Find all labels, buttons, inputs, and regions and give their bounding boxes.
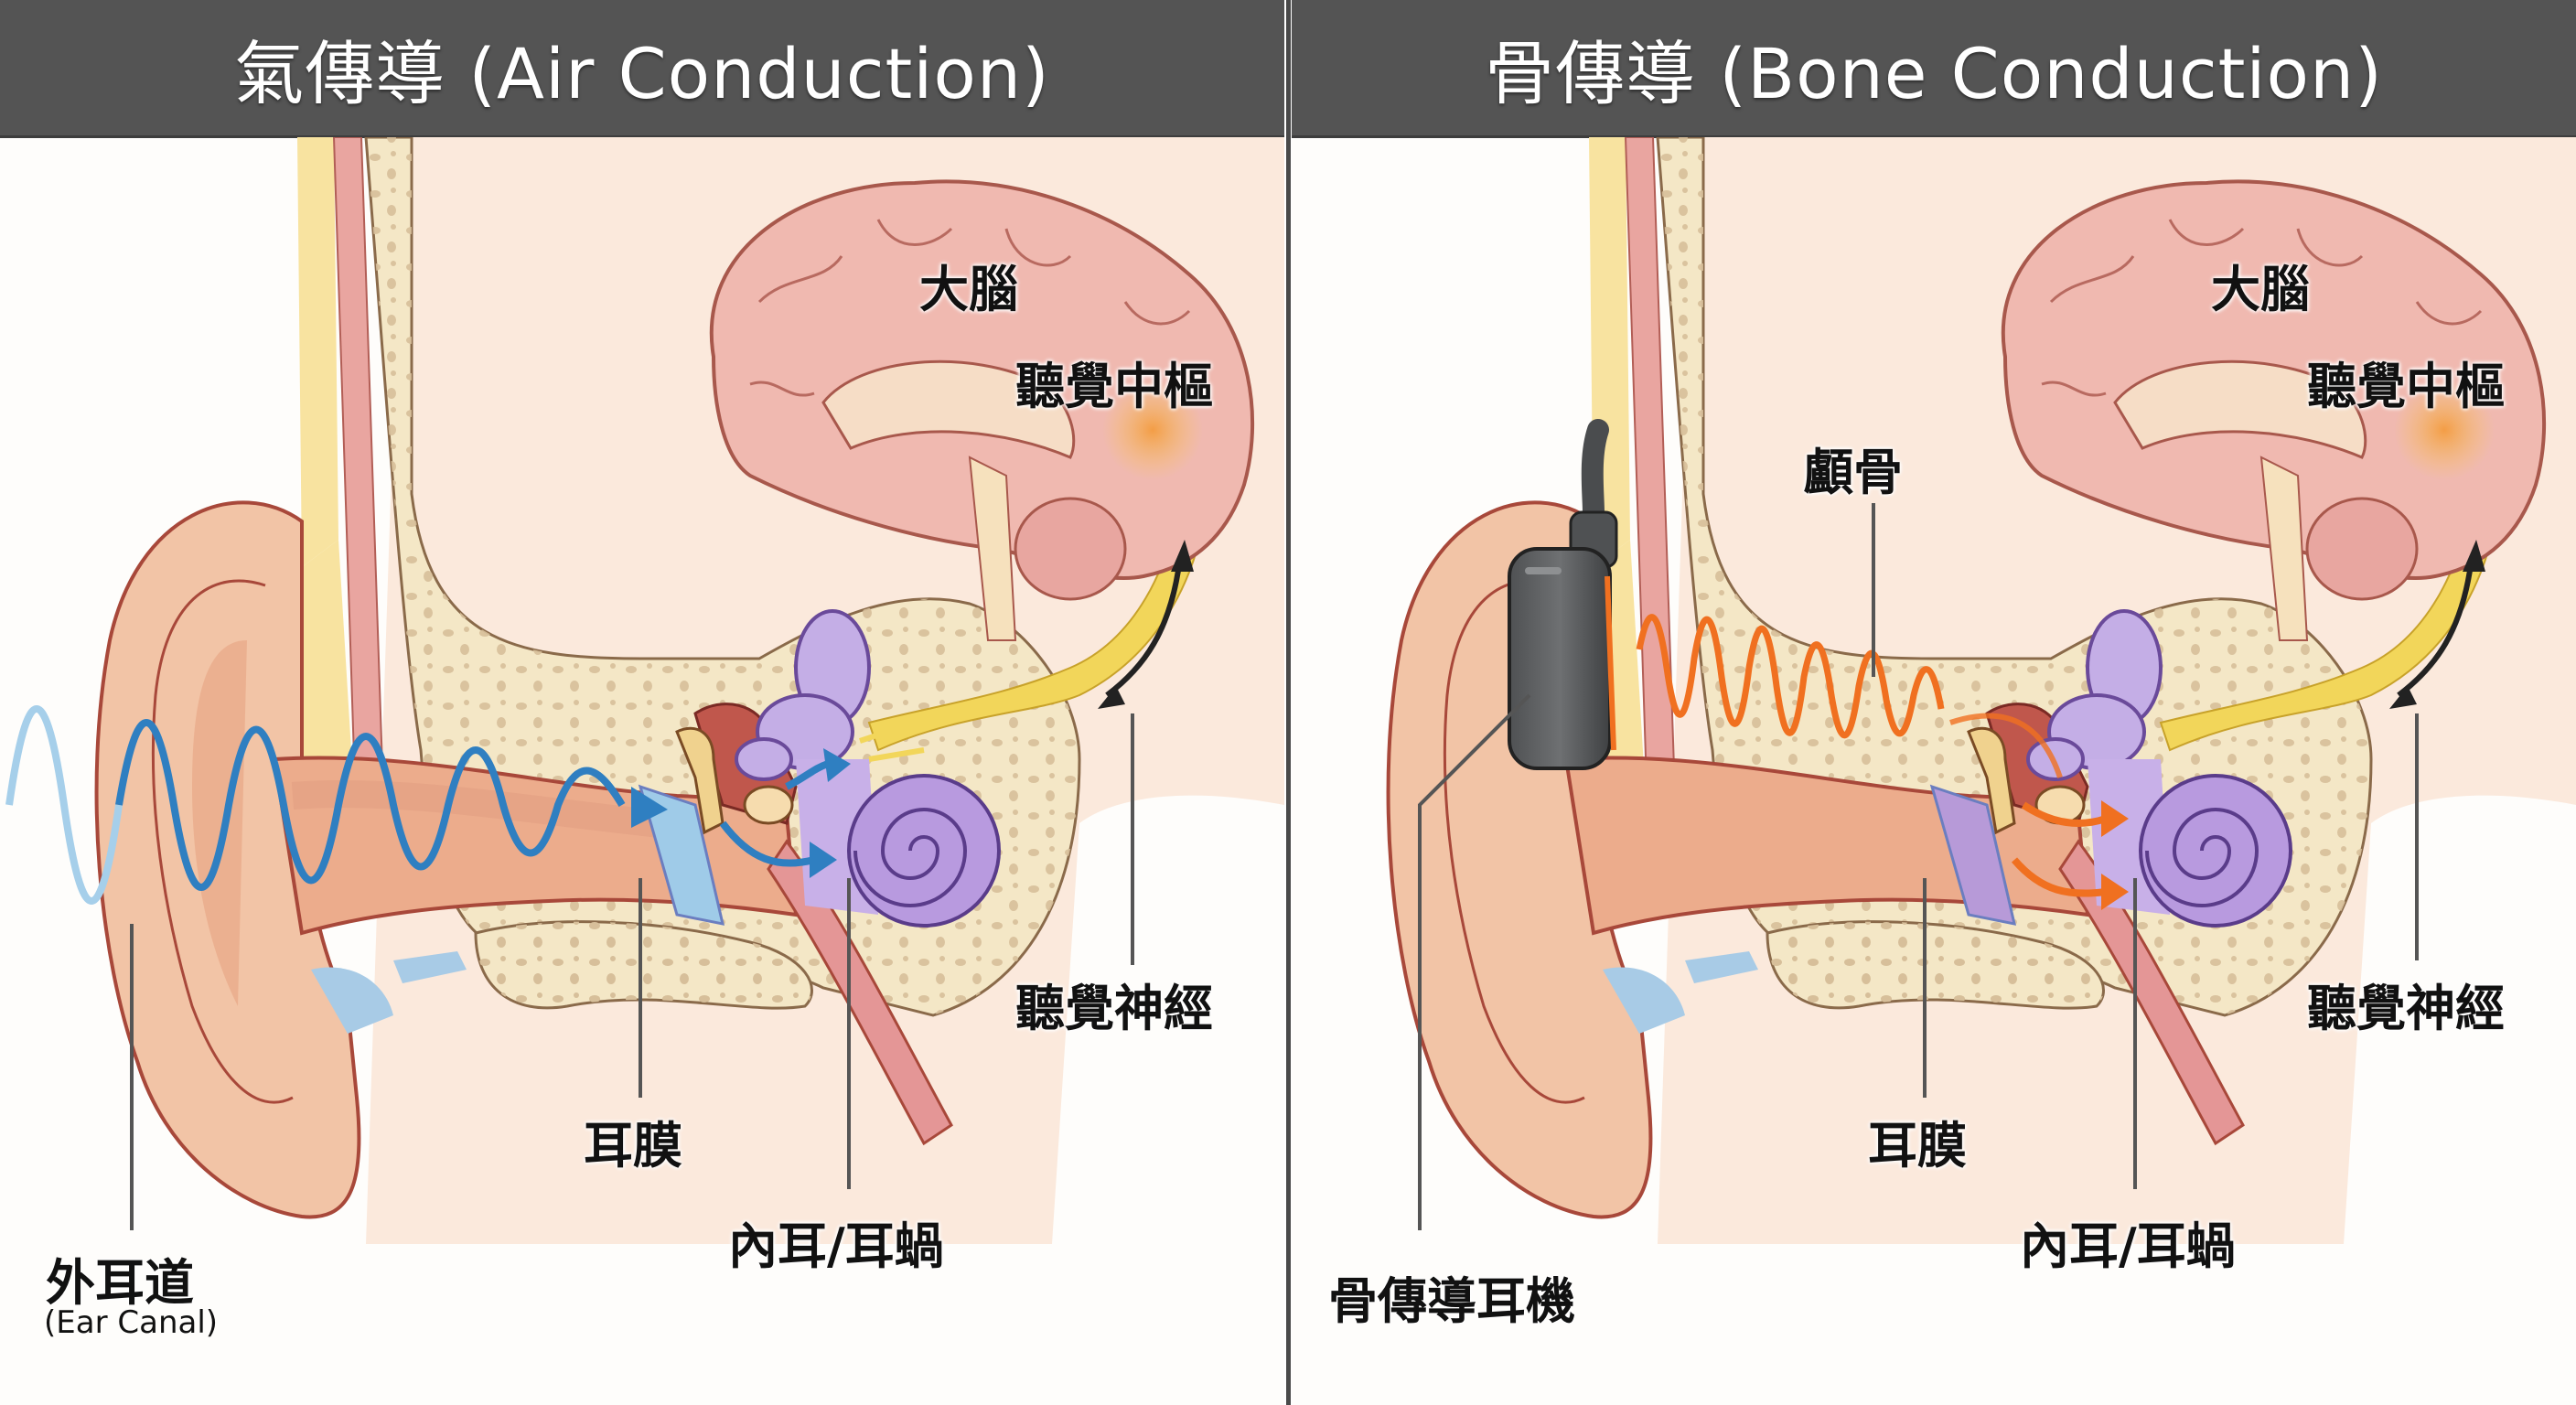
semicircular-canals xyxy=(735,609,871,781)
sound-wave xyxy=(115,719,626,891)
label-headphone: 骨傳導耳機 xyxy=(1328,1272,1575,1330)
wave-arrowhead xyxy=(631,787,668,828)
air-conduction-title: 氣傳導 (Air Conduction) xyxy=(234,33,1050,114)
label-auditory-nerve: 聽覺神經 xyxy=(2307,980,2505,1037)
bone-conduction-illustration xyxy=(1386,137,2576,1244)
ossicles xyxy=(1967,726,2016,835)
auditory-center-glow xyxy=(1102,380,1203,480)
label-eardrum: 耳膜 xyxy=(584,1117,682,1174)
eardrum xyxy=(1929,784,2016,926)
scalp-fat xyxy=(297,137,338,567)
label-ear-canal: 外耳道 xyxy=(46,1254,194,1312)
panel-divider xyxy=(1284,0,1292,1405)
label-inner-ear: 內耳/耳蝸 xyxy=(728,1217,944,1275)
leader-headphone xyxy=(1418,693,1531,1230)
bone-conduction-header: 骨傳導 (Bone Conduction) xyxy=(1292,0,2576,138)
bone-conduction-title: 骨傳導 (Bone Conduction) xyxy=(1485,33,2383,114)
leader-eardrum xyxy=(1923,878,1927,1098)
label-ear-canal-en: (Ear Canal) xyxy=(44,1304,219,1341)
leader-auditory-nerve xyxy=(2415,713,2419,960)
brain xyxy=(710,179,1255,641)
leader-inner-ear xyxy=(847,878,851,1189)
air-conduction-header: 氣傳導 (Air Conduction) xyxy=(0,0,1284,138)
leader-auditory-nerve xyxy=(1131,713,1134,965)
cochlea xyxy=(847,774,1001,928)
cochlea xyxy=(2139,774,2292,928)
bone-conduction-panel: 骨傳導 (Bone Conduction) xyxy=(1292,0,2576,1405)
auditory-center-glow xyxy=(2394,380,2495,480)
air-conduction-illustration xyxy=(5,137,1284,1244)
semicircular-canals xyxy=(2026,609,2163,781)
leader-ear-canal xyxy=(130,924,134,1230)
leader-inner-ear xyxy=(2133,878,2137,1189)
air-conduction-panel: 氣傳導 (Air Conduction) xyxy=(0,0,1284,1405)
label-inner-ear: 內耳/耳蝸 xyxy=(2020,1217,2236,1275)
label-temporal-bone: 顱骨 xyxy=(1804,444,1903,501)
label-eardrum: 耳膜 xyxy=(1868,1117,1967,1174)
arrow-head-up xyxy=(1171,540,1194,572)
sound-wave-faint xyxy=(5,705,123,905)
label-auditory-center: 聽覺中樞 xyxy=(2307,358,2505,415)
ossicles xyxy=(675,726,724,835)
eustachian-tube xyxy=(767,839,953,1146)
label-auditory-center: 聽覺中樞 xyxy=(1015,358,1213,415)
arrow-head-down xyxy=(1098,686,1125,709)
leader-temporal-bone xyxy=(1872,503,1875,677)
vibration-wave xyxy=(1636,614,1945,739)
nerve-signal-arrow xyxy=(1105,557,1183,698)
bone-conduction-headphone xyxy=(1508,419,1618,770)
label-auditory-nerve: 聽覺神經 xyxy=(1015,980,1213,1037)
label-brain: 大腦 xyxy=(2211,261,2310,318)
eardrum xyxy=(638,784,724,926)
brain xyxy=(2002,179,2547,641)
nerve-signal-arrow xyxy=(2397,557,2474,698)
leader-eardrum xyxy=(639,878,642,1098)
label-brain: 大腦 xyxy=(919,261,1018,318)
